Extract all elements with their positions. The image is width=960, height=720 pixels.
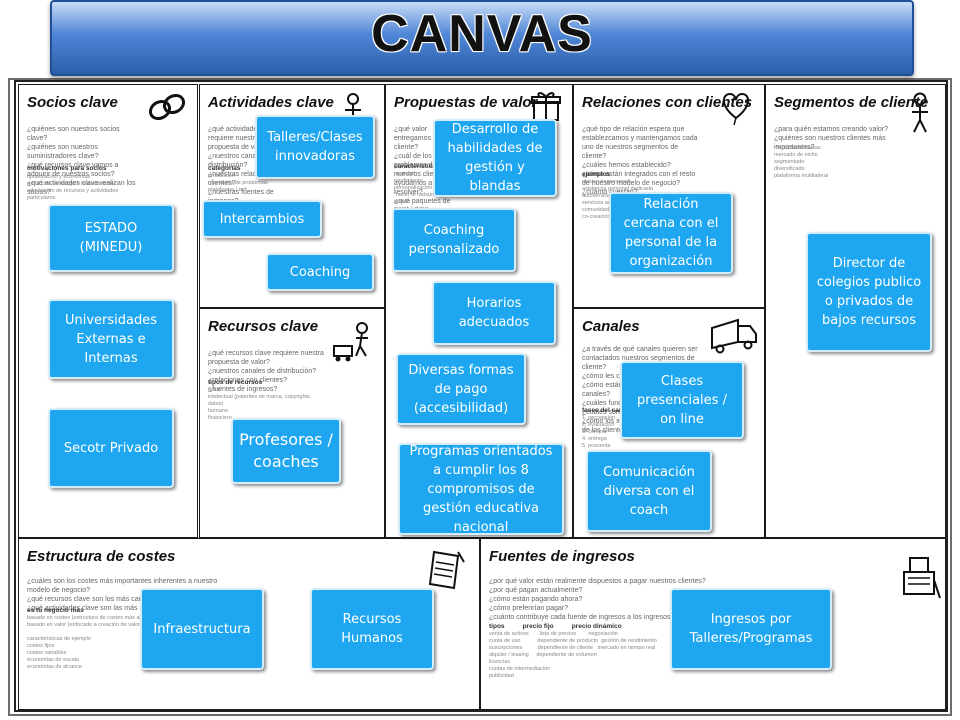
block-examples: basado en costes (estructura de costes m… (27, 615, 159, 670)
note-ingresos-talleres[interactable]: Ingresos por Talleres/Programas (670, 588, 832, 670)
block-subtitle: ejemplos (582, 171, 611, 178)
note-formas-pago[interactable]: Diversas formas de pago (accesibilidad) (396, 353, 526, 425)
block-subtitle: características (394, 163, 440, 170)
note-comunicacion[interactable]: Comunicación diversa con el coach (586, 450, 712, 532)
block-subtitle: motivaciones para socios (27, 165, 107, 172)
block-questions: ¿qué recursos clave requiere nuestra pro… (208, 350, 324, 393)
block-title: Socios clave (27, 94, 118, 111)
note-horarios[interactable]: Horarios adecuados (432, 281, 556, 345)
block-questions: ¿para quién estamos creando valor? ¿quié… (774, 126, 889, 151)
note-universidades[interactable]: Universidades Externas e Internas (48, 299, 174, 379)
block-questions: ¿qué tipo de relación espera que estable… (582, 126, 698, 196)
chain-link-icon (148, 93, 186, 121)
block-subtitle: tipos de recursos (208, 379, 263, 386)
heart-icon (723, 92, 749, 126)
note-intercambios[interactable]: Intercambios (202, 200, 322, 238)
note-desarrollo-habilidades[interactable]: Desarrollo de habilidades de gestión y b… (433, 119, 557, 197)
block-examples: optimización y economías reducción de ri… (27, 174, 119, 201)
note-coaching[interactable]: Coaching (266, 253, 374, 291)
title-banner: CANVAS (50, 0, 914, 76)
note-talleres[interactable]: Talleres/Clases innovadoras (255, 115, 375, 179)
block-subtitle: tipos precio fijo precio dinámico (489, 623, 622, 630)
note-recursos-humanos[interactable]: Recursos Humanos (310, 588, 434, 670)
block-subtitle: categorías (208, 165, 241, 172)
note-coaching-personalizado[interactable]: Coaching personalizado (392, 208, 516, 272)
block-examples: mercado de masas mercado de nicho segmen… (774, 145, 829, 179)
block-examples: venta de activos lista de precios negoci… (489, 631, 657, 679)
block-examples: producción resolución de problemas plata… (208, 173, 268, 193)
block-examples: 1. percepción 2. evaluación 3. compra 4.… (582, 415, 616, 449)
block-subtitle: es tu negocio más (27, 607, 84, 614)
invoice-icon (428, 550, 465, 590)
note-programas[interactable]: Programas orientados a cumplir los 8 com… (398, 443, 564, 535)
block-title: Estructura de costes (27, 548, 176, 565)
block-title: Relaciones con clientes (582, 94, 753, 111)
block-title: Canales (582, 318, 640, 335)
truck-icon (711, 318, 757, 354)
block-subtitle: fases del canal (582, 407, 629, 414)
cash-register-icon (903, 557, 941, 599)
block-fuentes-ingresos: Fuentes de ingresos ¿por qué valor están… (480, 538, 946, 710)
note-estado-minedu[interactable]: ESTADO (MINEDU) (48, 204, 174, 272)
worker-with-cart-icon (333, 322, 368, 362)
note-relacion-cercana[interactable]: Relación cercana con el personal de la o… (609, 192, 733, 274)
block-title: Segmentos de cliente (774, 94, 929, 111)
block-title: Recursos clave (208, 318, 319, 335)
note-clases-presenciales[interactable]: Clases presenciales / on line (620, 361, 744, 439)
block-questions: ¿por qué valor están realmente dispuesto… (489, 578, 706, 621)
note-sector-privado[interactable]: Secotr Privado (48, 408, 174, 488)
note-infraestructura[interactable]: Infraestructura (140, 588, 264, 670)
block-title: Fuentes de ingresos (489, 548, 635, 565)
block-questions: ¿quiénes son nuestros socios clave? ¿qui… (27, 126, 136, 196)
block-examples: físico intelectual (patentes de marca, c… (208, 387, 312, 421)
block-title: Actividades clave (208, 94, 334, 111)
person-icon (912, 92, 928, 133)
block-title: Propuestas de valor (394, 94, 538, 111)
note-director-colegios[interactable]: Director de colegios publico o privados … (806, 232, 932, 352)
note-profesores[interactable]: Profesores / coaches (231, 418, 341, 484)
worker-icon (345, 93, 361, 131)
page-title: CANVAS (371, 5, 593, 63)
